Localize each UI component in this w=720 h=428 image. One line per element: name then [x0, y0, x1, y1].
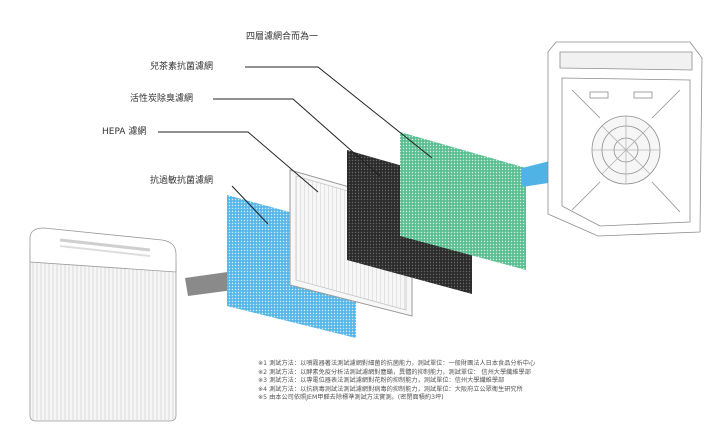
label-catechin-filter: 兒茶素抗菌濾網 — [150, 62, 214, 72]
footnote: ※1 測試方法：以噴霧器著法測試濾網對細菌的抗菌能力，測試單位：一般財團法人日本… — [258, 360, 536, 367]
label-hepa-filter: HEPA 濾網 — [102, 127, 147, 137]
diagram-title: 四層濾網合而為一 — [246, 32, 319, 42]
purifier-rear-unit — [547, 41, 703, 237]
label-anti-allergy-filter: 抗過敏抗菌濾網 — [150, 176, 214, 186]
catechin-filter-panel — [400, 132, 526, 270]
footnote: ※4 測試方法：以抗病毒測試法測試濾網對病毒的抑制能力，測試單位：大阪府立公眾衛… — [258, 385, 523, 393]
leader-lines — [158, 66, 433, 225]
footnote: ※5 由本公司依照JEM甲醛去除標準測試方法實測。(密閉面積約3坪) — [258, 394, 444, 402]
leader-line-anti-allergy — [231, 185, 269, 225]
leader-line-hepa — [158, 131, 319, 193]
leader-line-carbon — [213, 98, 381, 177]
footnote: ※3 測試方法：以專電位器表法測試濾網對花粉的抑制能力，測試單位：信州大學纖維學… — [258, 377, 505, 385]
footnotes: ※1 測試方法：以噴霧器著法測試濾網對細菌的抗菌能力，測試單位：一般財團法人日本… — [258, 360, 698, 403]
leader-line-catechin — [245, 66, 433, 159]
label-carbon-filter: 活性炭除臭濾網 — [130, 94, 194, 104]
purifier-front-unit — [29, 227, 177, 422]
footnote: ※2 測試方法：以酵素免疫分析法測試濾網對塵蟎，異體的抑制能力，測試單位： 信州… — [258, 368, 531, 376]
